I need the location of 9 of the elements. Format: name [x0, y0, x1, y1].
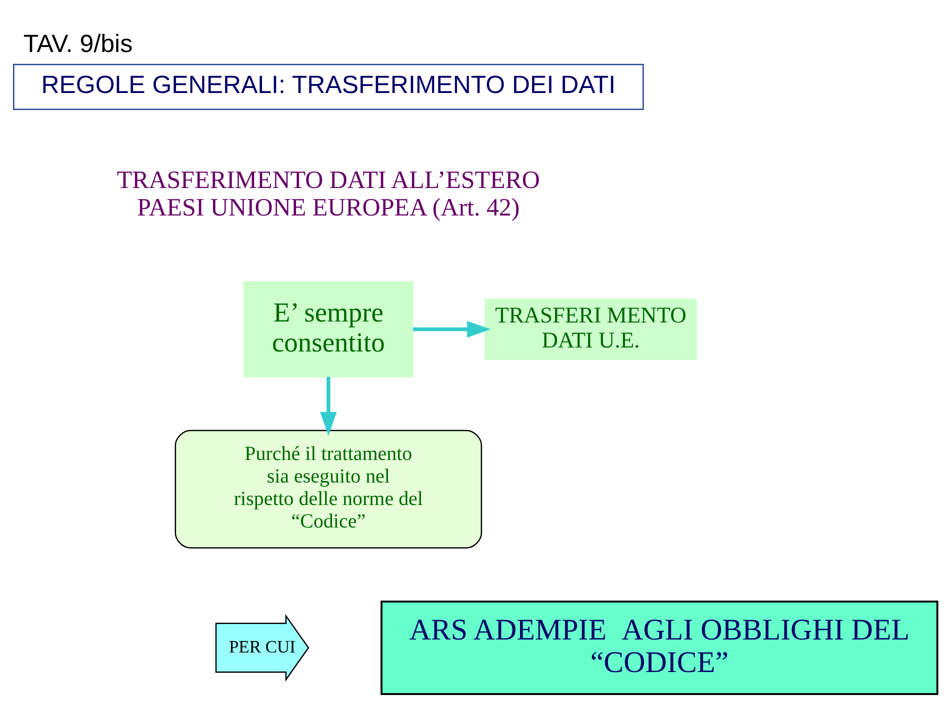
label: TRASFERIMENTO DATI ALL’ESTERO PAESI UNIONE EUROPEA (Art. 42)	[116, 166, 540, 222]
arrow	[412, 320, 491, 338]
node-box: REGOLE GENERALI: TRASFERIMENTO DEI DATI	[13, 63, 644, 110]
arrow	[320, 376, 337, 436]
diagram-title: TAV. 9/bis	[23, 29, 133, 58]
node-box: ARS ADEMPIE AGLI OBBLIGHI DEL “CODICE”	[380, 600, 938, 694]
node-box: E’ sempre consentito	[243, 280, 414, 377]
node-box: Purché il trattamento sia eseguito nel rispetto delle norme del “Codice”	[174, 429, 482, 548]
node-box: TRASFERI MENTO DATI U.E.	[484, 298, 697, 360]
